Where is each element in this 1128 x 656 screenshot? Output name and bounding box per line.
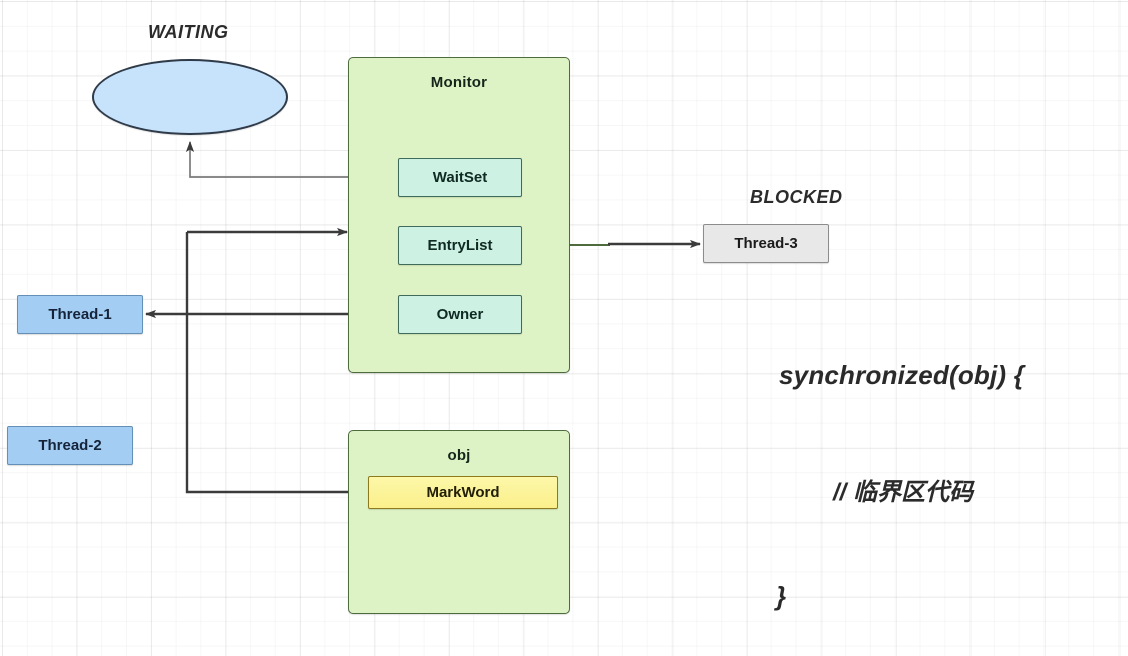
thread-2-box[interactable]: Thread-2 bbox=[7, 426, 133, 465]
obj-container[interactable]: obj bbox=[348, 430, 570, 614]
code-line-closing-brace: } bbox=[776, 581, 787, 611]
code-line-synchronized: synchronized(obj) { bbox=[779, 360, 1025, 390]
edge-markword-to-rail bbox=[185, 232, 368, 494]
thread-3-box[interactable]: Thread-3 bbox=[703, 224, 829, 263]
markword-label: MarkWord bbox=[426, 484, 500, 501]
monitor-slot-waitset-label: WaitSet bbox=[432, 169, 488, 186]
blocked-state-label: BLOCKED bbox=[750, 187, 843, 207]
waiting-state-label: WAITING bbox=[148, 22, 229, 42]
thread-1-label: Thread-1 bbox=[48, 306, 112, 323]
thread-3-label: Thread-3 bbox=[734, 235, 798, 252]
waiting-ellipse[interactable] bbox=[92, 59, 288, 135]
monitor-slot-waitset[interactable]: WaitSet bbox=[398, 158, 522, 197]
monitor-title: Monitor bbox=[430, 74, 488, 91]
monitor-slot-entrylist[interactable]: EntryList bbox=[398, 226, 522, 265]
monitor-slot-entrylist-label: EntryList bbox=[427, 237, 493, 254]
obj-title: obj bbox=[447, 447, 471, 464]
thread-2-label: Thread-2 bbox=[38, 437, 102, 454]
thread-1-box[interactable]: Thread-1 bbox=[17, 295, 143, 334]
monitor-slot-owner-label: Owner bbox=[436, 306, 484, 323]
code-line-critical-section: // 临界区代码 bbox=[833, 479, 974, 506]
markword-box[interactable]: MarkWord bbox=[368, 476, 558, 509]
monitor-slot-owner[interactable]: Owner bbox=[398, 295, 522, 334]
